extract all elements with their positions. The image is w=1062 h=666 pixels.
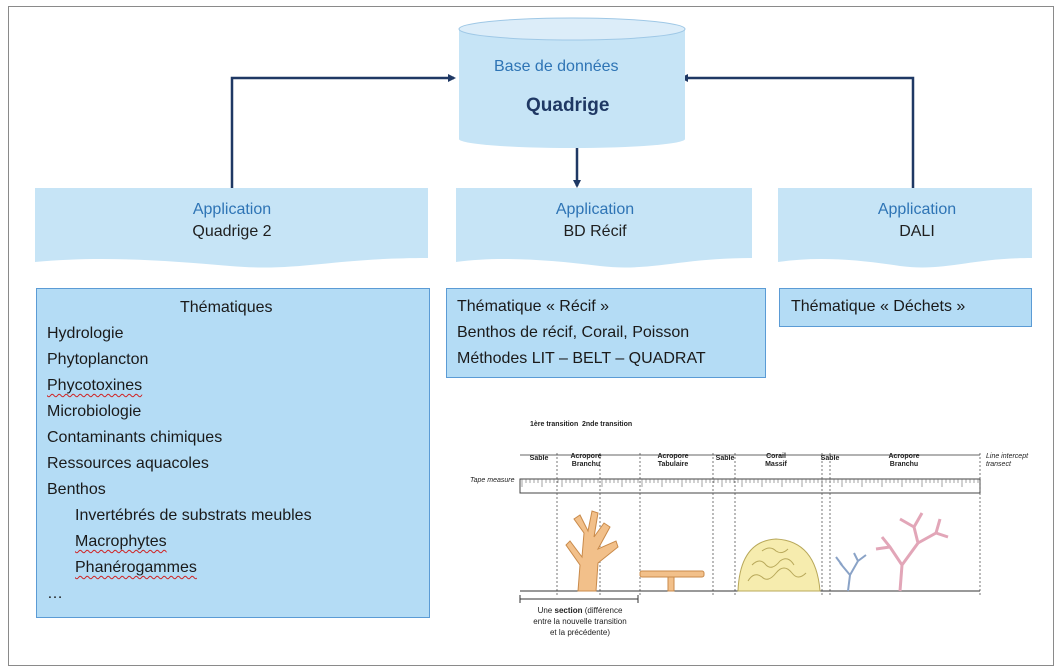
recif-theme-line: Méthodes LIT – BELT – QUADRAT — [457, 350, 706, 367]
segment-label: Acropore Tabulaire — [657, 453, 689, 468]
section-caption-text-4: et la précédente) — [549, 628, 611, 637]
app-name-dali: DALI — [899, 223, 935, 240]
section-caption-text-3: entre la nouvelle transition — [533, 617, 627, 626]
theme-item: Phytoplancton — [47, 351, 149, 368]
theme-item: Contaminants chimiques — [47, 429, 223, 446]
tape-measure-label: Tape measure — [470, 477, 515, 484]
arrow-db-to-dali — [680, 74, 917, 194]
segment-label: Corail Massif — [765, 453, 787, 468]
app-label-bdrecif: Application — [555, 201, 635, 218]
line-transect-label: Line intercept transect — [986, 453, 1029, 468]
app-name-bdrecif: BD Récif — [563, 223, 627, 240]
theme-subitem: Invertébrés de substrats meubles — [75, 507, 312, 524]
recif-theme-line: Thématique « Récif » — [457, 298, 610, 315]
section-caption-text-1: Une — [537, 606, 553, 615]
segment-label: Sable — [820, 455, 840, 462]
segment-label: Acropore Branchu — [570, 453, 602, 468]
segment-label: Acropore Branchu — [888, 453, 920, 468]
segment-label: Sable — [715, 455, 735, 462]
massive-coral — [737, 538, 821, 592]
acropora-table-coral — [639, 570, 705, 592]
quadrige2-themes-box: Thématiques Hydrologie Phytoplancton Phy… — [36, 288, 430, 618]
acropora-branching-coral — [565, 510, 619, 592]
database-cylinder — [458, 17, 686, 148]
app-box-bdrecif — [456, 188, 752, 268]
theme-subitem: Macrophytes — [75, 533, 167, 550]
theme-ellipsis: … — [47, 585, 63, 602]
transition-2-label: 2nde transition — [582, 421, 633, 428]
reef-transect-drawing — [519, 453, 981, 603]
segment-label: Sable — [529, 455, 549, 462]
pink-branching-coral — [875, 512, 949, 592]
theme-item: Microbiologie — [47, 403, 142, 420]
recif-theme-line: Benthos de récif, Corail, Poisson — [457, 324, 690, 341]
section-caption: Une section (différence entre la nouvell… — [510, 605, 650, 638]
theme-item: Hydrologie — [47, 325, 124, 342]
section-caption-bold: section — [554, 606, 583, 615]
app-box-dali — [778, 188, 1032, 268]
theme-subitem: Phanérogammes — [75, 559, 197, 576]
reef-transect-figure: 1ère transition 2nde transition Sable Ac… — [470, 415, 1030, 655]
app-name-quadrige2: Quadrige 2 — [192, 223, 272, 240]
app-label-dali: Application — [877, 201, 957, 218]
section-bracket — [519, 595, 639, 603]
app-box-quadrige2 — [35, 188, 428, 268]
arrow-db-to-quadrige2 — [228, 74, 456, 194]
dali-theme-line: Thématique « Déchets » — [791, 298, 966, 315]
database-name: Quadrige — [526, 95, 610, 116]
database-label: Base de données — [494, 58, 619, 75]
theme-item: Benthos — [47, 481, 106, 498]
app-label-quadrige2: Application — [192, 201, 272, 218]
transition-1-label: 1ère transition — [530, 421, 579, 428]
themes-title: Thématiques — [180, 299, 273, 316]
theme-item: Ressources aquacoles — [47, 455, 209, 472]
section-caption-text-2: (différence — [584, 606, 623, 615]
blue-branching-coral — [835, 552, 867, 592]
theme-item: Phycotoxines — [47, 377, 143, 394]
dali-themes-box: Thématique « Déchets » — [779, 288, 1032, 327]
recif-themes-box: Thématique « Récif » Benthos de récif, C… — [446, 288, 766, 378]
